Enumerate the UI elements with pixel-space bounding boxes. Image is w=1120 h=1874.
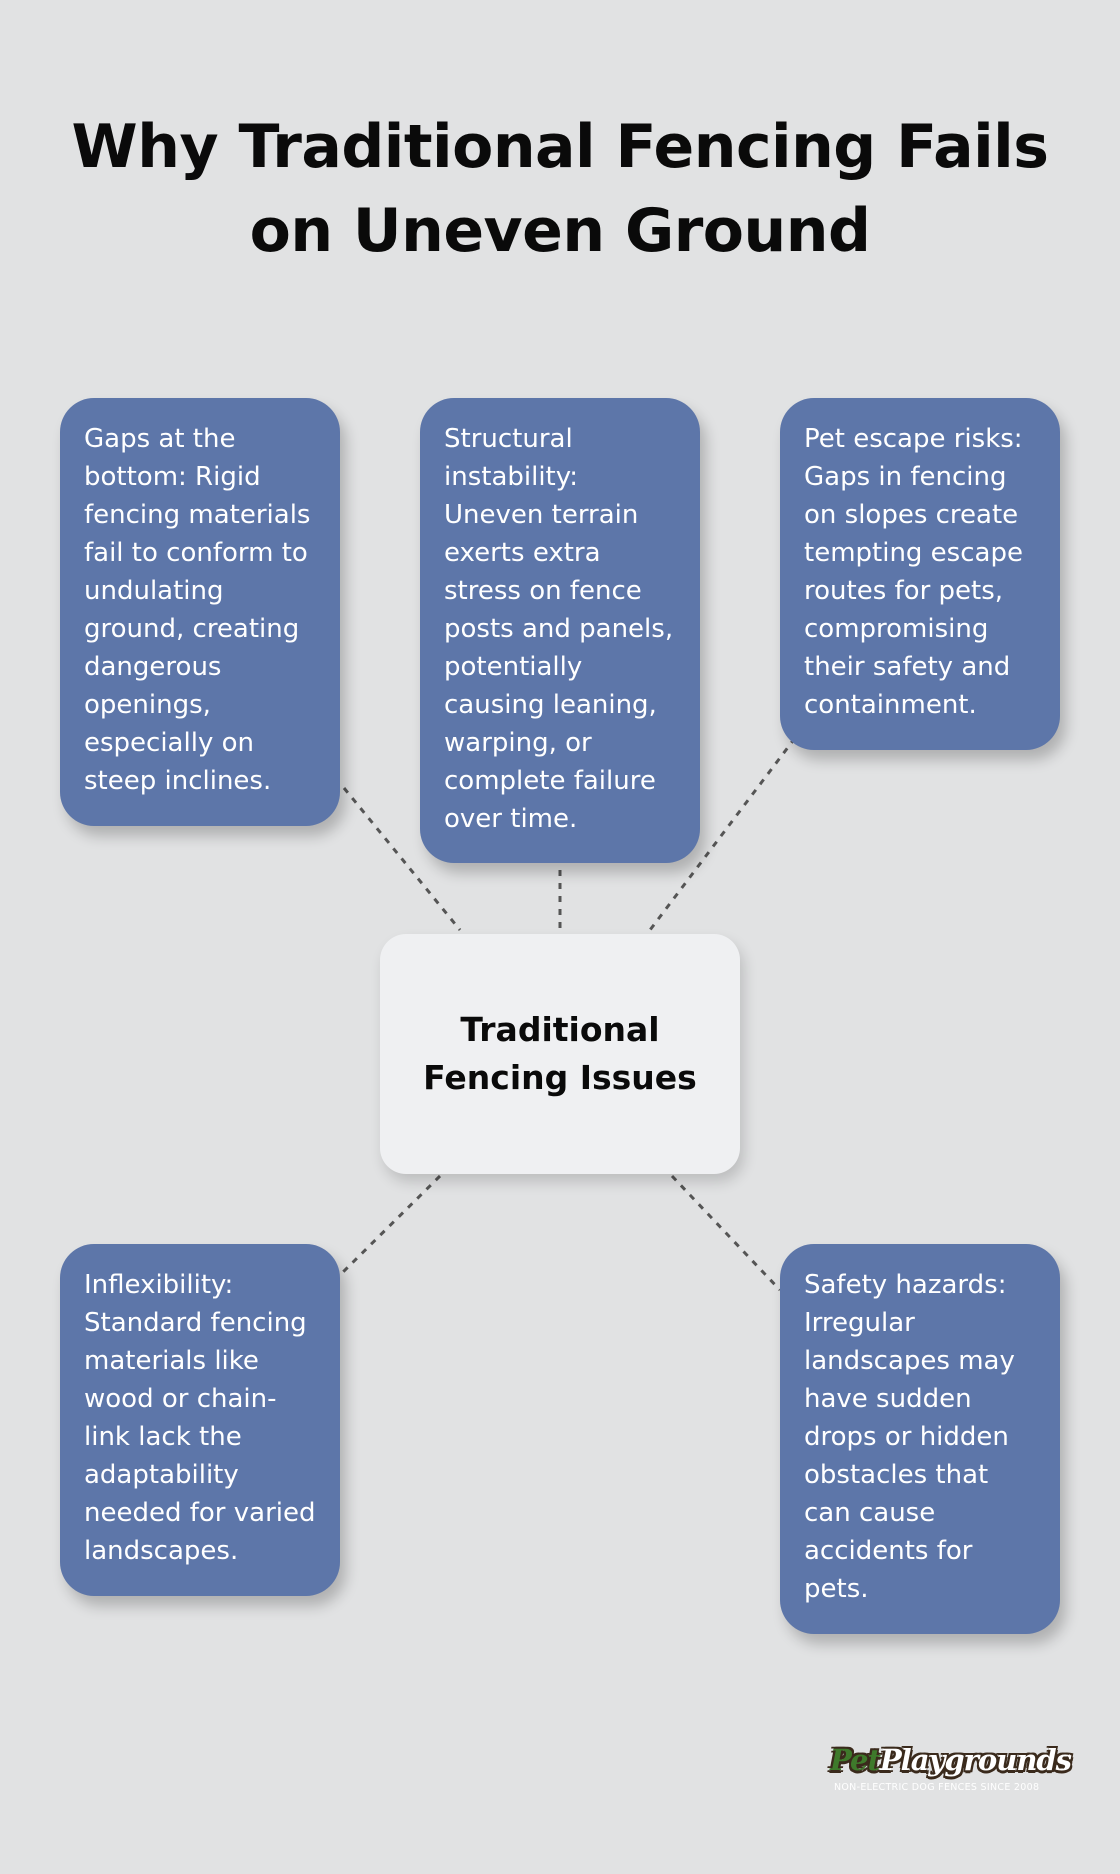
issue-card-safety-hazards: Safety hazards: Irregular landscapes may…: [780, 1244, 1060, 1634]
issue-card-structural-instability: Structural instability: Uneven terrain e…: [420, 398, 700, 863]
connector-line: [338, 1174, 442, 1277]
issue-card-inflexibility: Inflexibility: Standard fencing material…: [60, 1244, 340, 1596]
issue-text: Pet escape risks: Gaps in fencing on slo…: [804, 424, 1023, 720]
brand-logo: PetPlaygrounds NON-ELECTRIC DOG FENCES S…: [826, 1742, 1072, 1802]
page-title: Why Traditional Fencing Fails on Uneven …: [71, 112, 1049, 266]
logo-wordmark: PetPlaygrounds: [830, 1742, 1072, 1778]
connector-line: [648, 737, 797, 931]
center-node: Traditional Fencing Issues: [380, 934, 740, 1174]
logo-tagline: NON-ELECTRIC DOG FENCES SINCE 2008: [834, 1782, 1040, 1793]
issue-text: Structural instability: Uneven terrain e…: [444, 424, 674, 834]
issue-card-pet-escape: Pet escape risks: Gaps in fencing on slo…: [780, 398, 1060, 750]
issue-card-gaps: Gaps at the bottom: Rigid fencing materi…: [60, 398, 340, 826]
logo-word-pet: Pet: [830, 1743, 881, 1777]
issue-text: Inflexibility: Standard fencing material…: [84, 1270, 316, 1566]
connector-line: [342, 787, 462, 931]
issue-text: Safety hazards: Irregular landscapes may…: [804, 1270, 1015, 1604]
center-label: Traditional Fencing Issues: [423, 1010, 697, 1097]
issue-text: Gaps at the bottom: Rigid fencing materi…: [84, 424, 311, 796]
logo-word-playgrounds: Playgrounds: [879, 1743, 1072, 1777]
connector-line: [670, 1174, 782, 1292]
